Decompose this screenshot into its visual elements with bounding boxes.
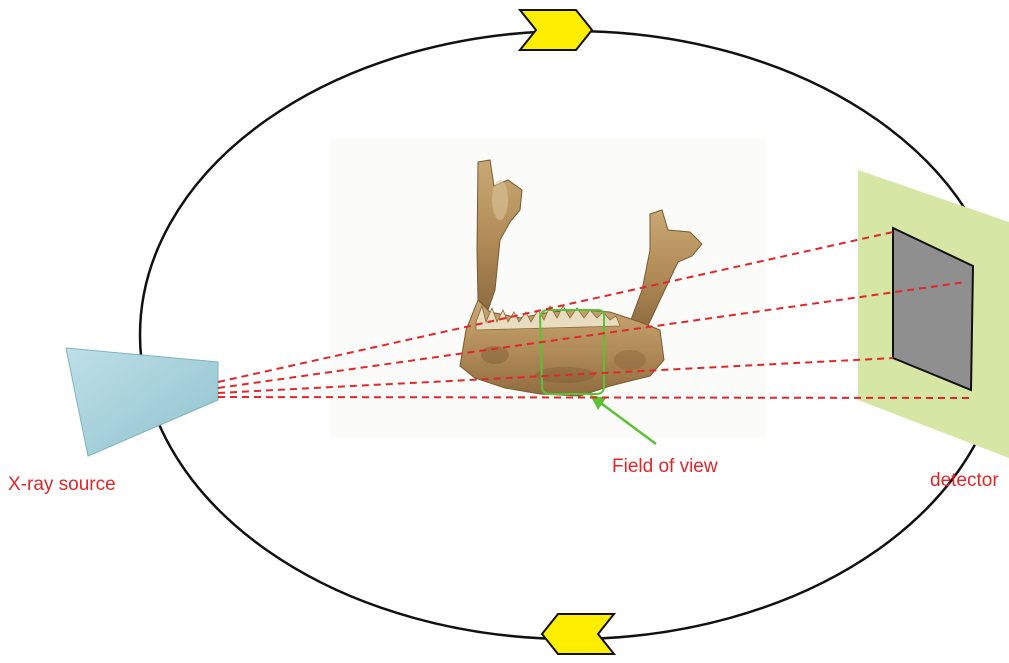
detector-label: detector [930,470,999,492]
xray-source-label: X-ray source [8,474,116,496]
rotation-arrow-top-icon [520,10,592,50]
xray-source-block [66,348,218,456]
rotation-arrow-bottom-icon [542,614,614,654]
field-of-view-label: Field of view [612,456,718,478]
